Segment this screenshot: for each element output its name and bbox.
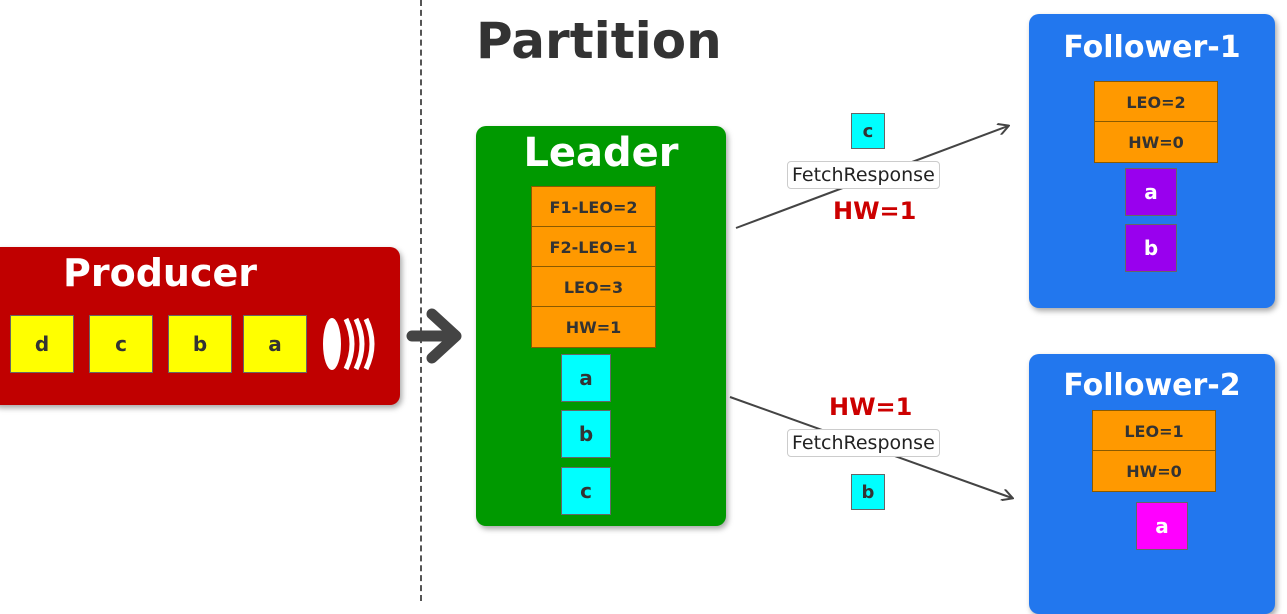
leader-message-c: c <box>561 467 611 515</box>
leader-message-b: b <box>561 410 611 458</box>
fetch-response-1-hw: HW=1 <box>833 197 917 225</box>
fetch-response-1-message: c <box>851 113 885 149</box>
leader-field-f1-leo: F1-LEO=2 <box>531 186 656 228</box>
leader-box: Leader F1-LEO=2 F2-LEO=1 LEO=3 HW=1 a b … <box>476 126 726 526</box>
follower-1-field-hw: HW=0 <box>1094 121 1218 163</box>
leader-field-f2-leo: F2-LEO=1 <box>531 226 656 268</box>
leader-label: Leader <box>523 130 679 176</box>
follower-2-field-hw: HW=0 <box>1092 450 1216 492</box>
follower-2-field-leo: LEO=1 <box>1092 410 1216 452</box>
producer-to-leader-arrow <box>406 308 462 364</box>
fetch-response-2-message: b <box>851 474 885 510</box>
leader-field-hw: HW=1 <box>531 306 656 348</box>
follower-1-label: Follower-1 <box>1063 30 1241 65</box>
producer-message-d: d <box>10 315 74 373</box>
follower-2-label: Follower-2 <box>1063 368 1241 403</box>
producer-label: Producer <box>63 251 257 295</box>
fetch-response-2-hw: HW=1 <box>829 393 913 421</box>
follower-2-message-a: a <box>1136 502 1188 550</box>
follower-1-message-b: b <box>1125 224 1177 272</box>
partition-title: Partition <box>476 12 722 70</box>
producer-message-b: b <box>168 315 232 373</box>
leader-field-leo: LEO=3 <box>531 266 656 308</box>
fetch-response-2-label: FetchResponse <box>787 429 940 457</box>
follower-1-box: Follower-1 LEO=2 HW=0 a b <box>1029 14 1275 308</box>
producer-message-a: a <box>243 315 307 373</box>
follower-1-message-a: a <box>1125 168 1177 216</box>
follower-1-field-leo: LEO=2 <box>1094 81 1218 123</box>
section-divider <box>420 0 422 601</box>
message-stream-icon <box>323 317 375 371</box>
producer-message-c: c <box>89 315 153 373</box>
fetch-response-1-label: FetchResponse <box>787 161 940 189</box>
producer-box: Producer d c b a <box>0 247 400 405</box>
leader-message-a: a <box>561 354 611 402</box>
follower-2-box: Follower-2 LEO=1 HW=0 a <box>1029 354 1275 614</box>
